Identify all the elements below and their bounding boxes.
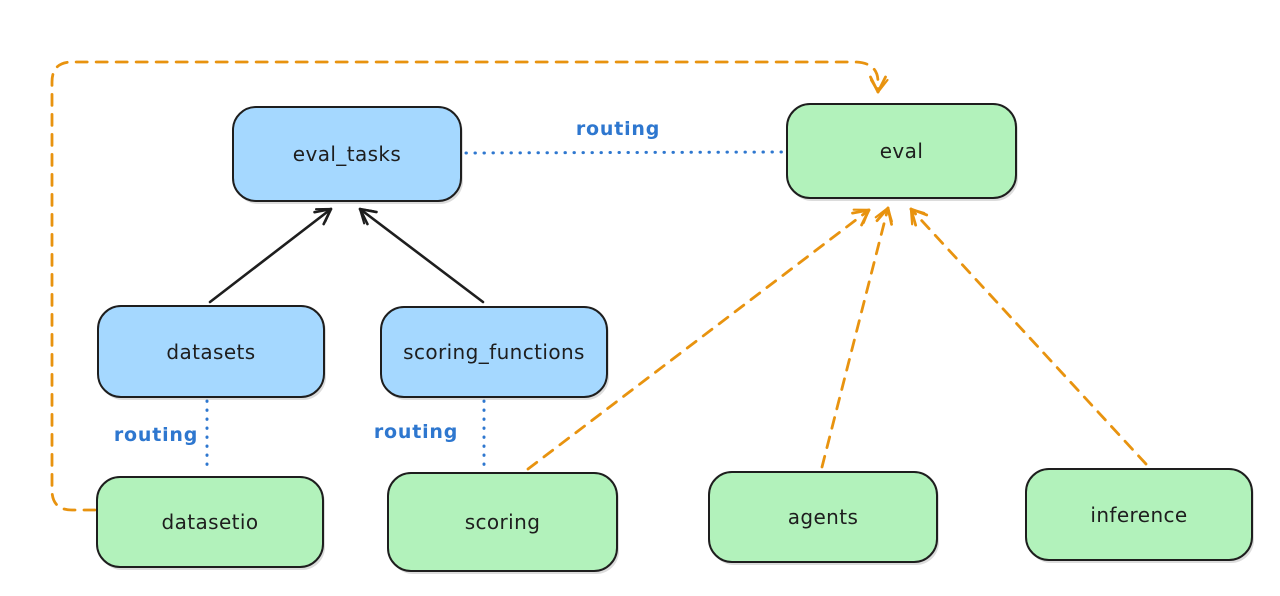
- edge-routing-eval-tasks-to-eval: [464, 150, 784, 155]
- routing-label-eval-tasks-eval: routing: [575, 118, 661, 140]
- edge-scoring-functions-to-eval-tasks: [358, 207, 485, 304]
- node-eval-label: eval: [879, 139, 924, 163]
- node-scoring-functions[interactable]: scoring_functions: [380, 306, 608, 398]
- edge-agents-to-eval: [820, 206, 893, 469]
- node-scoring-label: scoring: [464, 510, 541, 534]
- node-inference[interactable]: inference: [1025, 468, 1253, 561]
- node-eval[interactable]: eval: [786, 103, 1017, 199]
- node-agents-label: agents: [787, 505, 859, 529]
- routing-label-datasets-datasetio: routing: [113, 424, 199, 446]
- node-datasets-label: datasets: [166, 339, 256, 364]
- node-eval-tasks-label: eval_tasks: [292, 142, 402, 166]
- edge-datasetio-loop-to-eval: [50, 60, 889, 512]
- node-eval-tasks[interactable]: eval_tasks: [232, 106, 462, 202]
- node-scoring[interactable]: scoring: [387, 472, 618, 572]
- edge-datasets-to-eval-tasks: [208, 207, 333, 304]
- node-agents[interactable]: agents: [708, 471, 938, 563]
- node-datasets[interactable]: datasets: [97, 305, 325, 398]
- node-datasetio-label: datasetio: [161, 510, 259, 534]
- edge-inference-to-eval: [909, 207, 1148, 466]
- node-scoring-functions-label: scoring_functions: [403, 340, 585, 364]
- node-inference-label: inference: [1090, 502, 1188, 527]
- routing-label-scoring-functions-scoring: routing: [373, 421, 459, 443]
- node-datasetio[interactable]: datasetio: [96, 476, 324, 568]
- edge-scoring-to-eval: [526, 208, 871, 471]
